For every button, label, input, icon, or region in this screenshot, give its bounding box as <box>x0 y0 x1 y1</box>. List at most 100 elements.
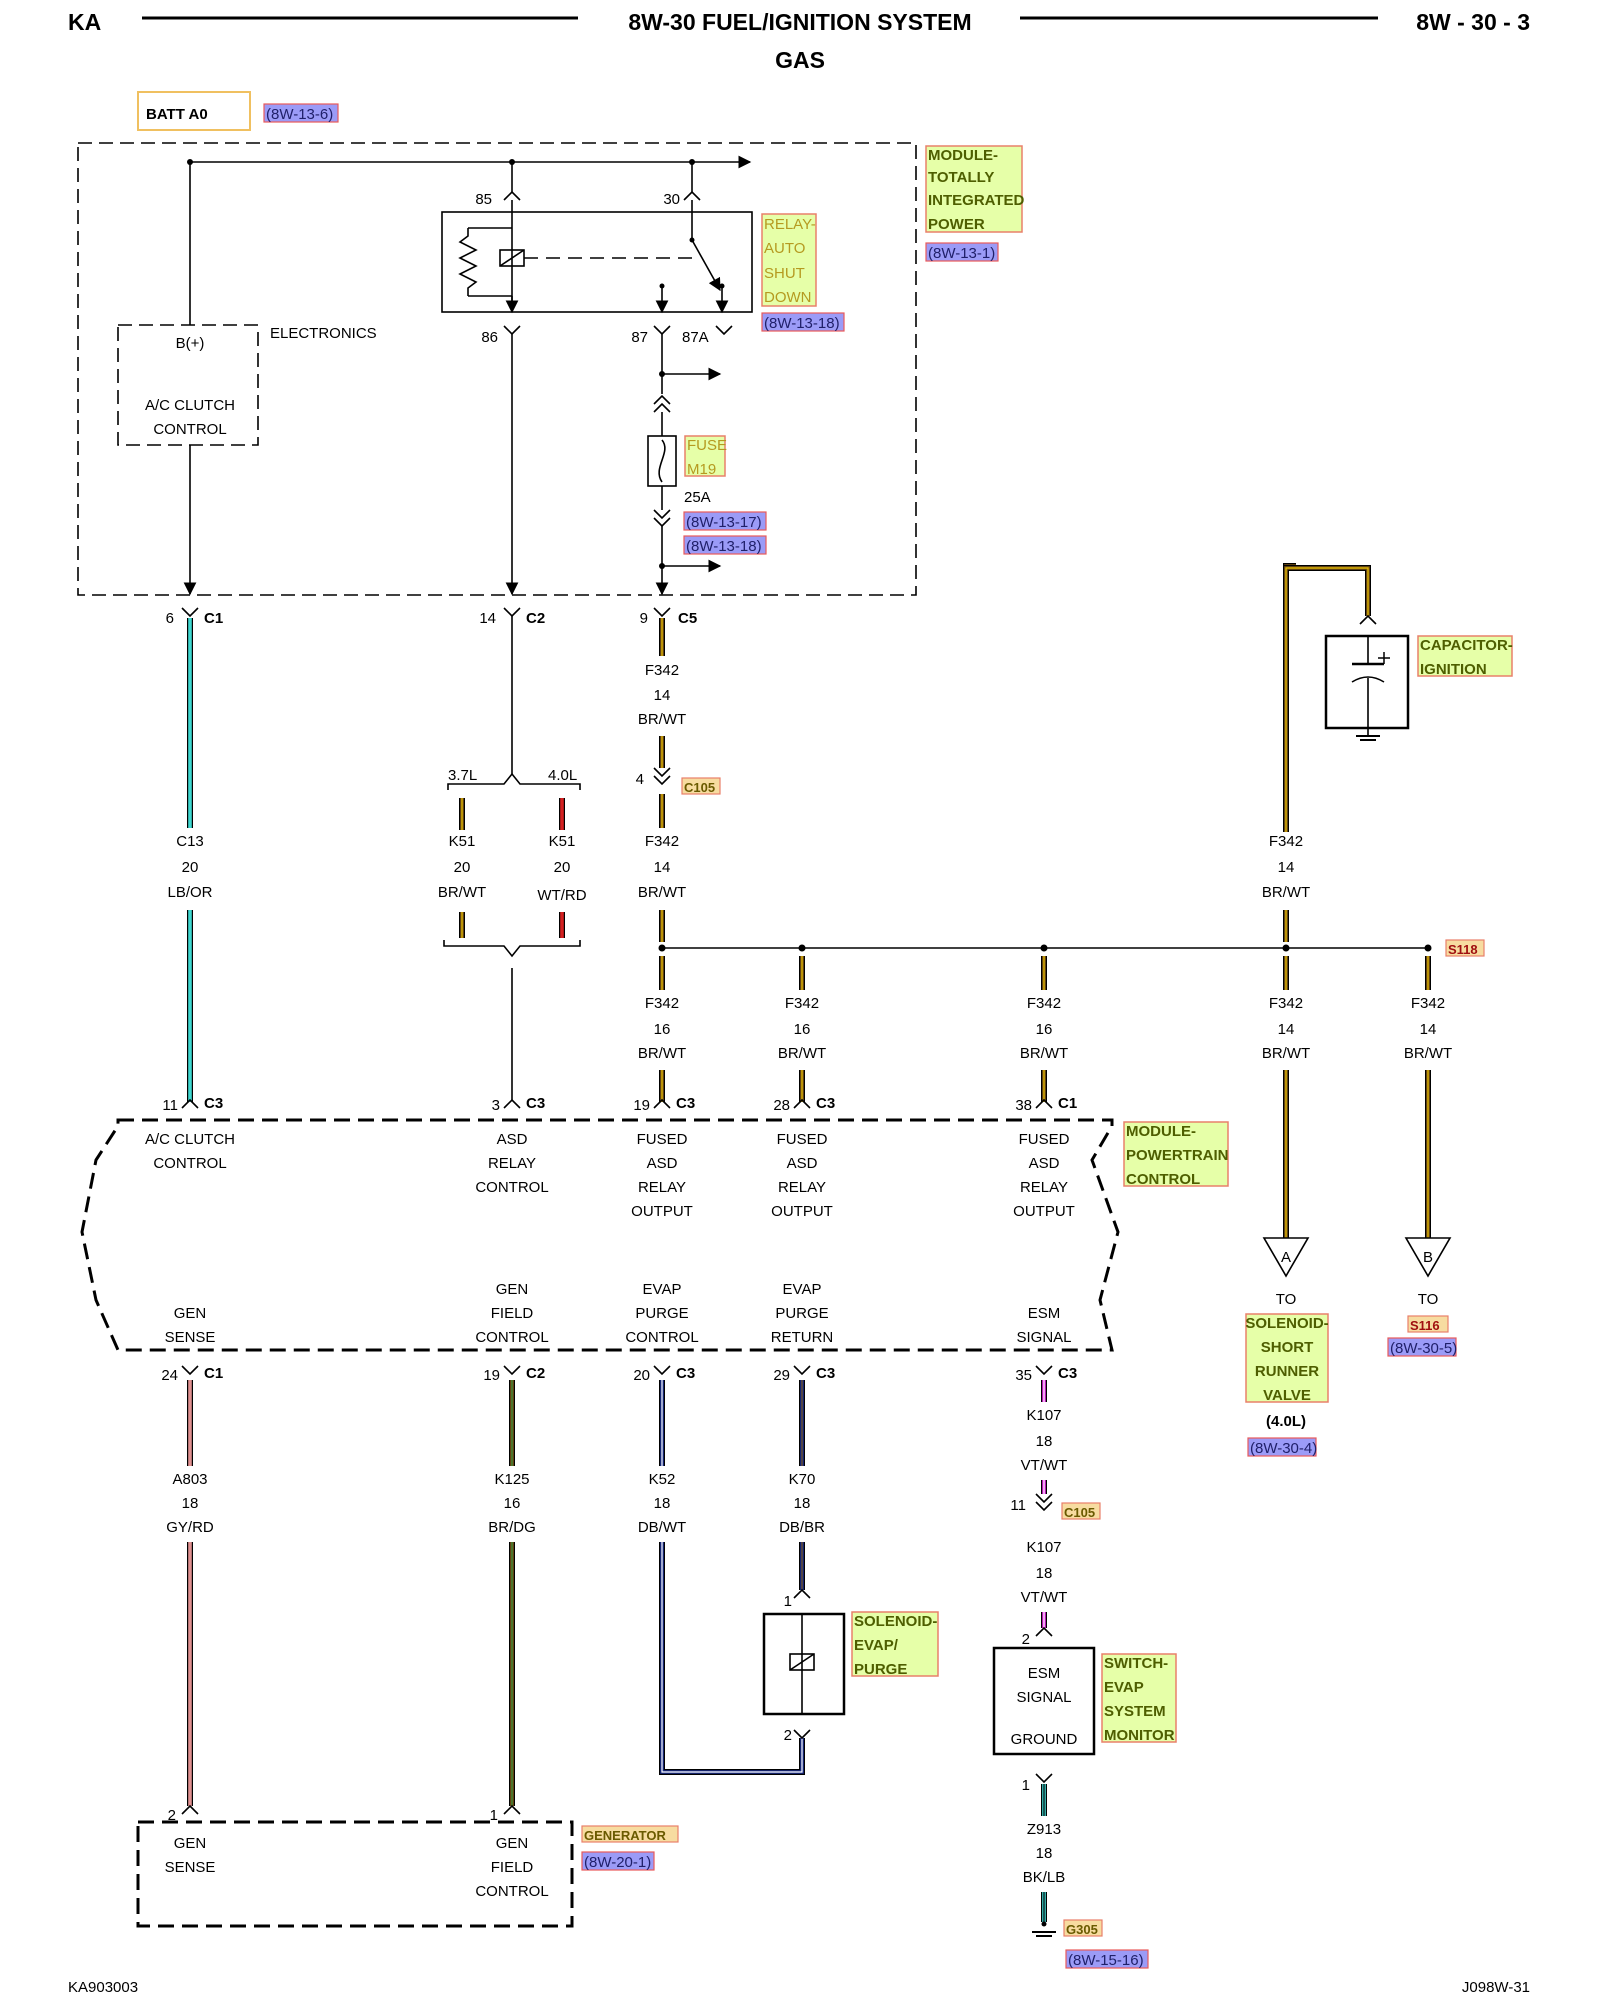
c105-pin-k107: 11 <box>1010 1497 1026 1514</box>
svg-text:2: 2 <box>1022 1631 1030 1648</box>
pcm-top-pin-number: 11 <box>162 1097 178 1114</box>
svg-text:F342: F342 <box>1269 833 1303 850</box>
wire-k52-loop <box>659 1542 805 1775</box>
pcm-top-connector: C1 <box>1058 1095 1077 1112</box>
svg-text:14: 14 <box>1278 859 1295 876</box>
relay-pin-30: 30 <box>663 191 680 208</box>
svg-text:BR/DG: BR/DG <box>488 1519 536 1536</box>
pcm-bottom-connector: C3 <box>676 1365 695 1382</box>
pcm-top-function-text: ASD <box>497 1131 528 1148</box>
page-header: KA 8W-30 FUEL/IGNITION SYSTEM 8W - 30 - … <box>68 9 1530 73</box>
svg-text:K51: K51 <box>549 833 576 850</box>
svg-text:BR/WT: BR/WT <box>1262 884 1310 901</box>
svg-text:20: 20 <box>182 859 199 876</box>
svg-text:16: 16 <box>794 1021 811 1038</box>
pcm-bottom-function-text: PURGE <box>775 1305 828 1322</box>
pcm-top-function-text: OUTPUT <box>771 1203 833 1220</box>
wire-label-k51-a: K51 20 BR/WT <box>438 833 486 901</box>
wire-layer <box>187 563 1431 1922</box>
svg-text:9: 9 <box>640 610 648 627</box>
electronics-block <box>117 324 259 446</box>
pcm-bottom-pin-number: 35 <box>1015 1367 1032 1384</box>
svg-text:SENSE: SENSE <box>165 1859 216 1876</box>
relay-pin-86: 86 <box>481 329 498 346</box>
relay-pin-87a: 87A <box>682 329 709 346</box>
pcm-top-pin-number: 3 <box>492 1097 500 1114</box>
electronics-bplus: B(+) <box>176 335 205 352</box>
pcm-top-connector: C3 <box>204 1095 223 1112</box>
wire-label-a803: A803 18 GY/RD <box>166 1471 214 1536</box>
pcm-top-function-text: CONTROL <box>475 1179 548 1196</box>
svg-text:SWITCH-: SWITCH- <box>1104 1655 1168 1672</box>
pcm-bottom-function-text: RETURN <box>771 1329 834 1346</box>
pcm-bottom-function-text: GEN <box>174 1305 207 1322</box>
svg-text:K125: K125 <box>494 1471 529 1488</box>
svg-text:TOTALLY: TOTALLY <box>928 169 994 186</box>
svg-text:TO: TO <box>1276 1291 1297 1308</box>
svg-text:PURGE: PURGE <box>854 1661 907 1678</box>
svg-text:RELAY-: RELAY- <box>764 216 816 233</box>
pcm-top-function-text: RELAY <box>1020 1179 1068 1196</box>
svg-text:B: B <box>1423 1249 1433 1266</box>
solenoid-evap-purge: 1 2 <box>762 1588 846 1744</box>
generator-label: GENERATOR <box>584 1828 666 1843</box>
svg-text:BK/LB: BK/LB <box>1023 1869 1066 1886</box>
pcm-top-function-text: RELAY <box>488 1155 536 1172</box>
svg-text:CONTROL: CONTROL <box>475 1883 548 1900</box>
svg-text:BR/WT: BR/WT <box>638 711 686 728</box>
svg-text:K52: K52 <box>649 1471 676 1488</box>
svg-text:GEN: GEN <box>496 1835 529 1852</box>
connector-to-a: A TO <box>1262 1237 1310 1308</box>
pcm-bottom-pin-number: 20 <box>633 1367 650 1384</box>
pcm-bottom-function-text: GEN <box>496 1281 529 1298</box>
svg-text:18: 18 <box>1036 1845 1053 1862</box>
pcm-bottom-function-text: ESM <box>1028 1305 1061 1322</box>
svg-text:BR/WT: BR/WT <box>1262 1045 1310 1062</box>
pcm-top-function-text: OUTPUT <box>631 1203 693 1220</box>
fuse-ref-1: (8W-13-17) <box>686 514 762 531</box>
generator-ref: (8W-20-1) <box>584 1854 651 1871</box>
tipm-outline <box>77 142 917 596</box>
fuse-name: M19 <box>687 461 716 478</box>
wire-label-k107-a: K107 18 VT/WT <box>1021 1407 1068 1474</box>
svg-text:14: 14 <box>654 859 671 876</box>
svg-text:18: 18 <box>182 1495 199 1512</box>
footer-left: KA903003 <box>68 1979 138 1996</box>
svg-text:BR/WT: BR/WT <box>778 1045 826 1062</box>
svg-text:K51: K51 <box>449 833 476 850</box>
pcm-bottom-function-text: EVAP <box>643 1281 682 1298</box>
svg-text:K107: K107 <box>1026 1407 1061 1424</box>
solenoid-label: SOLENOID- EVAP/ PURGE <box>854 1613 937 1678</box>
pcm-top-function-text: FUSED <box>637 1131 688 1148</box>
svg-text:POWERTRAIN: POWERTRAIN <box>1126 1147 1229 1164</box>
svg-text:BR/WT: BR/WT <box>1404 1045 1452 1062</box>
svg-text:F342: F342 <box>1027 995 1061 1012</box>
pcm-bottom-function-text: CONTROL <box>625 1329 698 1346</box>
pcm-top-connector: C3 <box>816 1095 835 1112</box>
svg-text:MONITOR: MONITOR <box>1104 1727 1175 1744</box>
svg-text:20: 20 <box>554 859 571 876</box>
svg-text:WT/RD: WT/RD <box>537 887 586 904</box>
pcm-top-connector: C3 <box>676 1095 695 1112</box>
fuse-ref-2: (8W-13-18) <box>686 538 762 555</box>
svg-text:EVAP: EVAP <box>1104 1679 1144 1696</box>
pcm-top-function-text: FUSED <box>1019 1131 1070 1148</box>
pcm-top-function-text: ASD <box>787 1155 818 1172</box>
pcm-top-pin-number: 28 <box>773 1097 790 1114</box>
relay-pin-85: 85 <box>475 191 492 208</box>
wire-label-k107-b: K107 18 VT/WT <box>1021 1539 1068 1606</box>
pcm-top-function-text: FUSED <box>777 1131 828 1148</box>
pcm-bottom-function-text: CONTROL <box>475 1329 548 1346</box>
batt-label: BATT A0 <box>146 106 208 123</box>
svg-text:1: 1 <box>1022 1777 1030 1794</box>
tipm-ref: (8W-13-1) <box>928 245 995 262</box>
tipm-label: MODULE- TOTALLY INTEGRATED POWER <box>928 147 1025 233</box>
svg-text:18: 18 <box>654 1495 671 1512</box>
